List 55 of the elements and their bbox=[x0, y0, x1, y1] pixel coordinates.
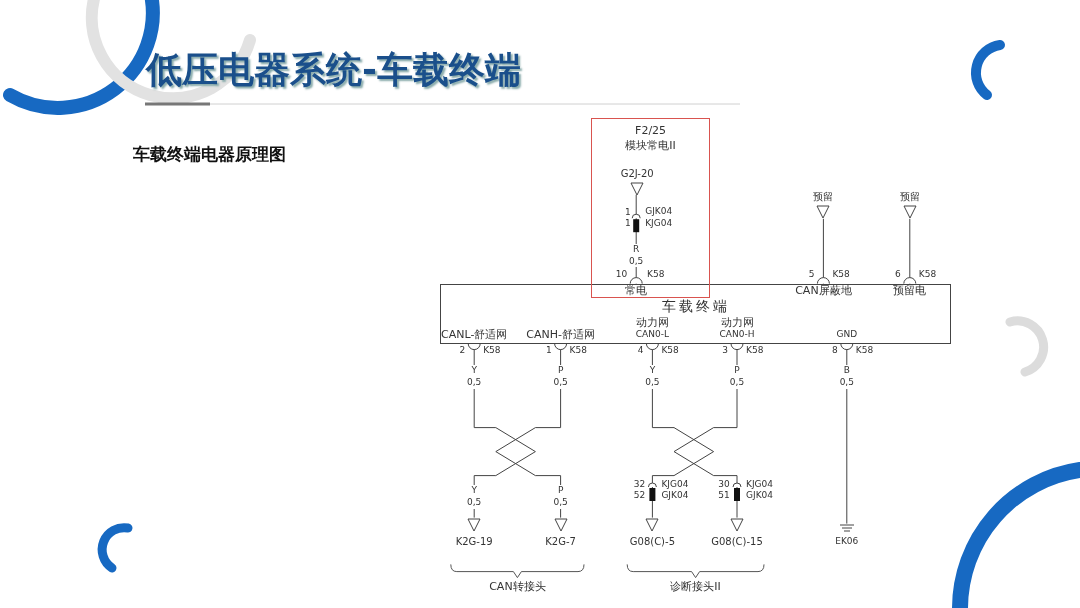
wire bbox=[840, 343, 854, 525]
group-label: 诊断接头II bbox=[670, 581, 721, 593]
pin-number: 1 bbox=[625, 208, 631, 217]
pin-name: CAN屏蔽地 bbox=[795, 285, 852, 297]
wire bbox=[673, 343, 744, 519]
terminal-label: K2G-7 bbox=[545, 535, 576, 548]
terminal-label: 预留 bbox=[899, 191, 920, 203]
fuse-description: 模块常电II bbox=[624, 139, 677, 153]
wire bbox=[816, 218, 830, 285]
pin-number: 3 bbox=[722, 346, 728, 355]
terminal-label: EK06 bbox=[834, 535, 860, 546]
pin-name: CANH-舒适网 bbox=[526, 329, 595, 341]
group-label: CAN转接头 bbox=[489, 581, 546, 593]
wire bbox=[495, 343, 568, 519]
wire bbox=[467, 343, 536, 519]
wire bbox=[645, 343, 715, 519]
terminal-unit-box bbox=[440, 283, 952, 344]
pin-name: CAN0-H bbox=[719, 330, 755, 340]
network-name: 动力网 bbox=[635, 317, 669, 329]
terminal-label: G08(C)-5 bbox=[629, 535, 675, 548]
connector-code: GJK04 bbox=[746, 491, 773, 501]
terminal-label: K2G-19 bbox=[455, 535, 493, 548]
unit-name: 车载终端 bbox=[660, 297, 731, 314]
pin-number: 32 bbox=[633, 480, 646, 490]
highlight-frame bbox=[591, 118, 710, 298]
wire bbox=[903, 218, 917, 285]
pin-number: 52 bbox=[633, 491, 646, 501]
connector-code: K58 bbox=[832, 270, 850, 280]
pin-name: GND bbox=[836, 330, 858, 340]
pin-name: 常电 bbox=[625, 285, 648, 297]
pin-number: 5 bbox=[808, 270, 815, 280]
pin-name: CAN0-L bbox=[635, 330, 669, 340]
connector-code: KJG04 bbox=[661, 480, 689, 490]
network-name: 动力网 bbox=[720, 317, 754, 329]
wire bbox=[629, 194, 643, 285]
connector-code: K58 bbox=[918, 270, 937, 280]
terminal-label: G2J-20 bbox=[620, 168, 654, 180]
terminal-label: G08(C)-15 bbox=[711, 535, 763, 548]
pin-number: 6 bbox=[895, 270, 901, 280]
pin-number: 51 bbox=[718, 491, 730, 501]
pin-name: CANL-舒适网 bbox=[441, 329, 508, 341]
connector-code: GJK04 bbox=[661, 491, 689, 501]
pin-number: 10 bbox=[615, 270, 628, 280]
wire-label: P 0,5 bbox=[727, 365, 747, 389]
pin-name: 预留电 bbox=[893, 285, 927, 297]
subtitle: 车载终端电器原理图 bbox=[133, 146, 286, 163]
connector-code: K58 bbox=[647, 270, 665, 280]
fuse-number: F2/25 bbox=[634, 125, 668, 138]
pin-number: 30 bbox=[718, 480, 730, 490]
pin-number: 1 bbox=[625, 218, 631, 228]
connector-code: KJG04 bbox=[746, 480, 773, 490]
terminal-label: 预留 bbox=[813, 191, 834, 203]
connector-code: KJG04 bbox=[645, 218, 673, 228]
slide-title: 低压电器系统-车载终端 bbox=[146, 52, 521, 88]
connector-code: GJK04 bbox=[645, 206, 673, 216]
